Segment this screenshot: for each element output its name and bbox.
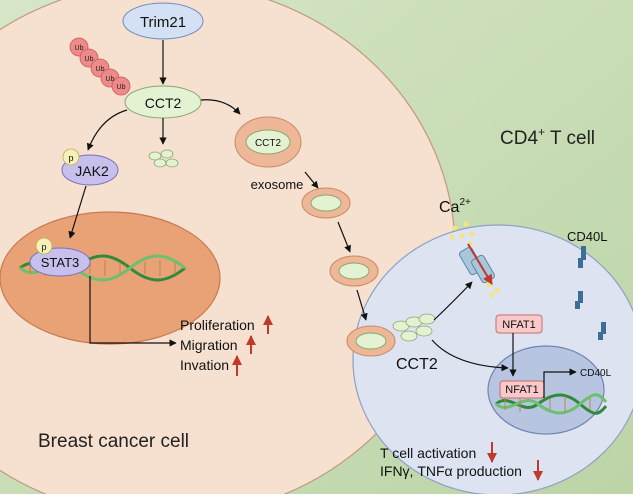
arrow-stat3-outcomes xyxy=(89,276,177,347)
nfat1-nuclear-label: NFAT1 xyxy=(505,384,538,396)
ubiquitin-chain: Ub Ub Ub Ub Ub xyxy=(69,37,131,96)
ub-label: Ub xyxy=(75,45,84,52)
phospho-label: p xyxy=(68,153,73,163)
invation-label: Invation xyxy=(180,357,229,373)
stat3-label: STAT3 xyxy=(41,255,80,270)
calcium-label: Ca2+ xyxy=(439,197,471,216)
ub-label: Ub xyxy=(96,66,105,73)
arrow-calcium-nfat xyxy=(431,339,509,372)
migration-label: Migration xyxy=(180,337,238,353)
cct2-tcell-label: CCT2 xyxy=(396,356,438,373)
ub-label: Ub xyxy=(85,56,94,63)
cd40l-surface-label: CD40L xyxy=(567,229,607,244)
dna-helix-tcell xyxy=(495,393,608,415)
arrow-cct2-channel xyxy=(433,281,473,321)
proliferation-label: Proliferation xyxy=(180,317,255,333)
cd40l-gene-label: CD40L xyxy=(580,368,612,379)
transcription-arrow xyxy=(543,368,577,398)
degraded-cct2-fragments xyxy=(148,149,179,168)
ifn-tnf-production-label: IFNγ, TNFα production xyxy=(380,463,522,479)
cd40l-receptor xyxy=(598,322,606,340)
ub-label: Ub xyxy=(106,76,115,83)
arrow-exosome-3 xyxy=(356,289,368,321)
t-cell-nucleus xyxy=(487,345,605,435)
calcium-influx-arrow xyxy=(467,243,493,285)
arrow-cct2-exosome xyxy=(200,99,241,115)
trim21-label: Trim21 xyxy=(140,14,186,31)
stat3-node xyxy=(29,247,91,277)
arrow-cct2-jak2 xyxy=(86,109,128,151)
cd4-t-cell-label: CD4+ T cell xyxy=(500,125,595,149)
arrow-exosome-2 xyxy=(337,221,351,253)
exosome-label: exosome xyxy=(251,177,304,192)
cd40l-receptor xyxy=(575,291,583,309)
jak2-label: JAK2 xyxy=(75,163,109,179)
exosome-cct2 xyxy=(245,129,291,155)
trim21-node xyxy=(122,2,204,40)
t-cell-activation-label: T cell activation xyxy=(380,445,476,461)
arrow-jak2-stat3 xyxy=(68,185,87,239)
nfat1-cytoplasm xyxy=(495,314,543,334)
phospho-jak2 xyxy=(62,148,80,166)
exosome-cct2 xyxy=(310,194,342,212)
phospho-stat3 xyxy=(35,237,53,255)
cd40l-receptor xyxy=(578,246,586,268)
arrow-exosome-1 xyxy=(304,171,319,189)
ub-label: Ub xyxy=(117,84,126,91)
nfat1-cyto-label: NFAT1 xyxy=(502,319,535,331)
breast-cancer-cell-label: Breast cancer cell xyxy=(38,431,189,452)
cct2-label: CCT2 xyxy=(145,95,182,111)
cct2-particles-tcell xyxy=(392,313,436,342)
phospho-label: p xyxy=(41,242,46,252)
exosome-cct2 xyxy=(338,262,370,280)
exosome-cct2-label: CCT2 xyxy=(255,138,282,149)
exosome-cct2 xyxy=(355,332,387,350)
